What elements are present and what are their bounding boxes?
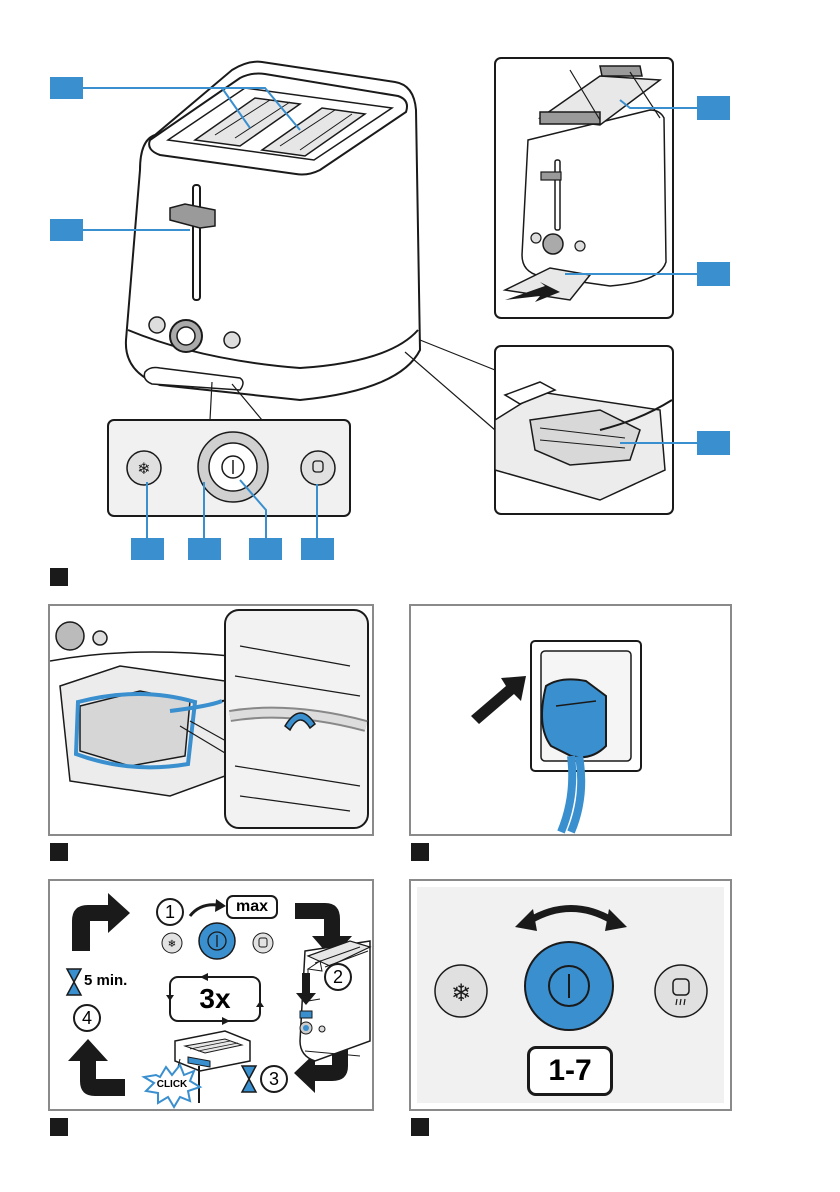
step-1-badge: 1 (156, 898, 184, 926)
repeat-count: 3x (170, 981, 260, 1017)
toaster-main-illustration: ❄ (0, 0, 840, 560)
step-4-badge: 4 (73, 1004, 101, 1032)
figure-2-marker (50, 843, 68, 861)
max-label: max (236, 899, 268, 915)
max-badge: max (226, 895, 278, 919)
plug-illustration (411, 606, 730, 834)
step-3-number: 3 (269, 1070, 279, 1088)
svg-text:❄: ❄ (168, 939, 176, 950)
step-3-badge: 3 (260, 1065, 288, 1093)
cable-storage-panel (48, 604, 374, 836)
browning-range-label: 1-7 (548, 1056, 591, 1086)
first-use-panel: ❄ 1 max 2 3 4 (48, 879, 374, 1111)
step-1-number: 1 (165, 903, 175, 921)
figure-4-marker (50, 1118, 68, 1136)
step-4-number: 4 (82, 1009, 92, 1027)
duration-label: 5 min. (84, 972, 127, 989)
cable-storage-illustration (50, 606, 372, 834)
click-label: CLICK (144, 1079, 200, 1090)
step-2-badge: 2 (324, 963, 352, 991)
figure-5-marker (411, 1118, 429, 1136)
plug-in-panel (409, 604, 732, 836)
browning-panel: ❄ 1-7 (409, 879, 732, 1111)
svg-text:❄: ❄ (137, 459, 150, 478)
figure-1-marker (50, 568, 68, 586)
browning-range-box: 1-7 (527, 1046, 613, 1096)
step-2-number: 2 (333, 968, 343, 986)
figure-3-marker (411, 843, 429, 861)
svg-text:❄: ❄ (451, 979, 471, 1007)
